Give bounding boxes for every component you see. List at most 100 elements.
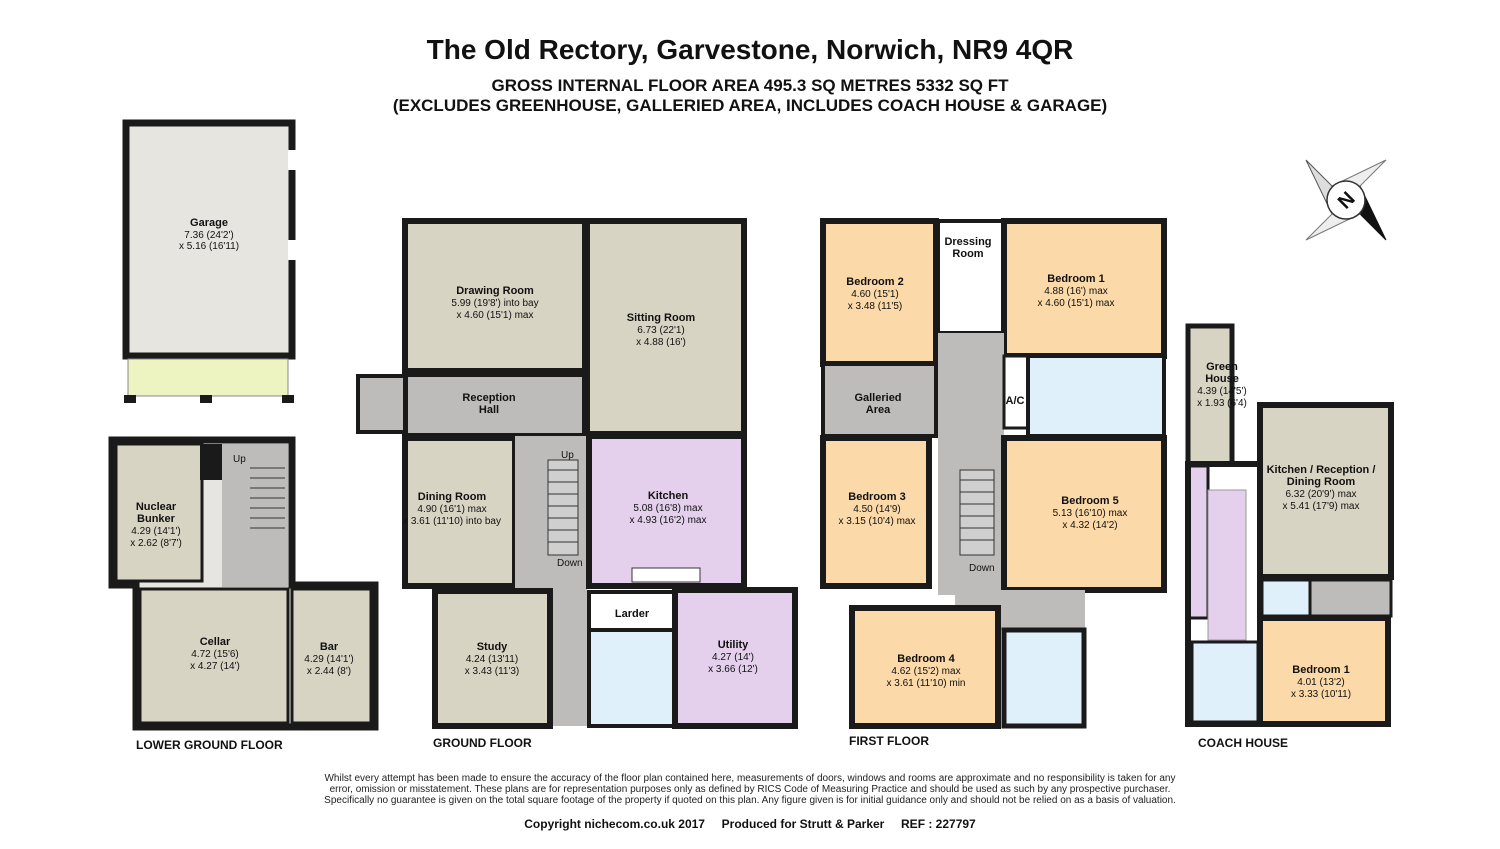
bunker-name2: Bunker [137,513,176,525]
dining-room-name: Dining Room [418,491,487,503]
bedroom1-name: Bedroom 1 [1047,273,1104,285]
coach-bedroom1-dim2: x 3.33 (10'11) [1291,689,1351,700]
drawing-room-name: Drawing Room [456,285,534,297]
sitting-room-name: Sitting Room [627,312,696,324]
galleried-area-name2: Area [866,404,891,416]
kitchen-dim2: x 4.93 (16'2) max [630,515,707,526]
galleried-area [821,362,938,438]
bedroom2-name: Bedroom 2 [846,276,903,288]
kitchen-reception-room [1257,402,1394,580]
bedroom4-name: Bedroom 4 [897,653,955,665]
garage-room [122,119,296,360]
copyright-line: Copyright nichecom.co.uk 2017 Produced f… [524,817,976,831]
utility-room [672,587,798,729]
bedroom2-room [820,218,939,367]
kitchen-room [586,433,747,589]
kitchen-reception-name2: Dining Room [1287,476,1356,488]
bedroom3-room [820,435,932,589]
bunker-dim1: 4.29 (14'1') [131,526,180,537]
ground-shower-room [587,628,677,728]
dining-room-dim2: x 3.61 (11'10) into bay [403,516,501,527]
study-name: Study [477,641,508,653]
disclaimer: Whilst every attempt has been made to en… [250,773,1250,806]
bar-dim2: x 2.44 (8') [307,666,351,677]
cellar-name: Cellar [200,636,231,648]
garage-forecourt [127,358,289,397]
bedroom5-dim2: x 4.32 (14'2) [1062,520,1117,531]
drawing-room-dim1: 5.99 (19'8') into bay [451,298,538,309]
first-floor-plan: Down Bedroom 2 4.60 (15'1) x 3.48 (11'5)… [820,218,1167,748]
disclaimer-line2: error, omission or misstatement. These p… [329,784,1171,795]
nuclear-bunker-room [114,442,204,583]
garage-dim1: 7.36 (24'2') [184,230,233,241]
ground-stairs [547,459,579,556]
bedroom2-dim1: 4.60 (15'1) [851,289,899,300]
coach-lobby [1308,578,1393,618]
bedroom5-dim1: 5.13 (16'10) max [1053,508,1128,519]
disclaimer-line3: Specifically no guarantee is given on th… [324,795,1176,806]
bedroom5-room [1001,435,1167,593]
lower-ground-floor-plan: Garage 7.36 (24'2') x 5.16 (16'11) Up Nu… [108,119,379,752]
bedroom1-dim1: 4.88 (16') max [1044,286,1108,297]
bedroom2-dim2: x 3.48 (11'5) [848,301,903,312]
utility-dim2: x 3.66 (12') [708,664,758,675]
lower-stairs-up: Up [233,454,246,465]
coach-house-plan: Green House 4.39 (14'5') x 1.93 (6'4) Ki… [1185,323,1394,750]
kitchen-reception-name1: Kitchen / Reception / [1267,464,1376,476]
floor-area-line: GROSS INTERNAL FLOOR AREA 495.3 SQ METRE… [491,76,1009,95]
bedroom3-dim1: 4.50 (14'9) [853,504,901,515]
dressing-room-name1: Dressing [944,236,991,248]
coach-wc [1260,578,1312,618]
galleried-area-name1: Galleried [854,392,901,404]
dressing-room [936,219,1006,335]
larder-name: Larder [615,608,650,620]
coach-bedroom1-dim1: 4.01 (13'2) [1297,677,1345,688]
green-house-name1: Green [1206,361,1238,373]
lower-ground-circulation [222,444,288,587]
bedroom4-dim2: x 3.61 (11'10) min [887,678,966,689]
ground-stairs-up: Up [561,450,574,461]
compass-icon: N [1305,159,1387,241]
bunker-name1: Nuclear [136,501,177,513]
bar-dim1: 4.29 (14'1') [304,654,353,665]
page-title: The Old Rectory, Garvestone, Norwich, NR… [426,34,1074,65]
dressing-room-name2: Room [952,248,983,260]
coach-house-label: COACH HOUSE [1198,736,1288,750]
dining-room-dim1: 4.90 (16'1) max [417,504,486,515]
bedroom4-room [849,605,1001,729]
ground-stairs-down: Down [557,558,583,569]
kitchen-reception-dim1: 6.32 (20'9') max [1285,489,1356,500]
green-house-dim1: 4.39 (14'5') [1197,386,1246,397]
bedroom5-name: Bedroom 5 [1061,495,1118,507]
utility-dim1: 4.27 (14') [712,652,754,663]
coach-bathroom [1190,640,1260,724]
green-house-name2: House [1205,373,1239,385]
ac-cupboard [1002,354,1030,430]
first-stairs [959,469,995,556]
drawing-room-dim2: x 4.60 (15'1) max [457,310,534,321]
ground-floor-label: GROUND FLOOR [433,736,532,750]
porch [356,374,407,434]
coach-bedroom1-room [1257,615,1391,727]
disclaimer-line1: Whilst every attempt has been made to en… [324,773,1176,784]
bar-room [290,587,373,725]
bedroom3-dim2: x 3.15 (10'4) max [839,516,916,527]
cellar-dim1: 4.72 (15'6) [191,649,239,660]
kitchen-name: Kitchen [648,490,689,502]
garage-dim2: x 5.16 (16'11) [179,241,239,252]
reception-hall-name2: Hall [479,404,499,416]
lower-ground-floor-label: LOWER GROUND FLOOR [136,738,283,752]
first-stairs-down: Down [969,563,995,574]
kitchen-reception-dim2: x 5.41 (17'9) max [1283,501,1360,512]
landing [938,333,1004,595]
ac-name: A/C [1006,395,1025,407]
ground-floor-plan: Up Down Drawing Room 5.99 (19'8') into b… [356,218,798,750]
coach-bedroom1-name: Bedroom 1 [1292,664,1349,676]
bedroom4-dim1: 4.62 (15'2) max [891,666,960,677]
first-floor-label: FIRST FLOOR [849,734,929,748]
green-house-dim2: x 1.93 (6'4) [1197,398,1247,409]
cellar-dim2: x 4.27 (14') [190,661,240,672]
reception-hall-name1: Reception [462,392,515,404]
bedroom3-name: Bedroom 3 [848,491,905,503]
